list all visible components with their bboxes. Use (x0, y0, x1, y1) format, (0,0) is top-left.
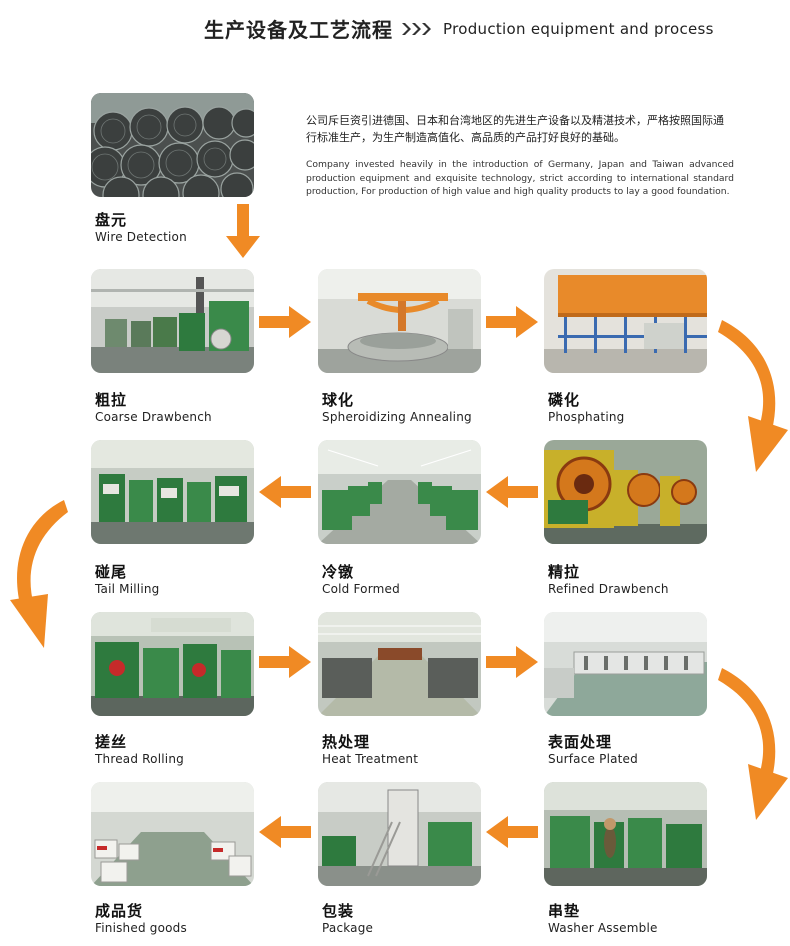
arrow-right-icon (259, 646, 311, 678)
step-label-cn: 包装 (322, 902, 373, 920)
photo-spheroidizing-annealing (318, 269, 481, 373)
step-washer-assemble: 串垫 Washer Assemble (548, 902, 658, 936)
step-spheroidizing-annealing: 球化 Spheroidizing Annealing (322, 391, 472, 425)
intro-text-en: Company invested heavily in the introduc… (306, 158, 734, 199)
step-label-en: Surface Plated (548, 751, 638, 767)
photo-washer-assemble (544, 782, 707, 886)
step-wire-detection: 盘元 Wire Detection (95, 211, 187, 245)
arrow-left-icon (486, 476, 538, 508)
intro-text-cn: 公司斥巨资引进德国、日本和台湾地区的先进生产设备以及精湛技术，严格按照国际通行标… (306, 112, 734, 146)
step-package: 包装 Package (322, 902, 373, 936)
step-label-cn: 磷化 (548, 391, 624, 409)
step-label-en: Spheroidizing Annealing (322, 409, 472, 425)
photo-tail-milling (91, 440, 254, 544)
step-refined-drawbench: 精拉 Refined Drawbench (548, 563, 669, 597)
photo-finished-goods (91, 782, 254, 886)
step-surface-plated: 表面处理 Surface Plated (548, 733, 638, 767)
step-phosphating: 磷化 Phosphating (548, 391, 624, 425)
step-label-cn: 冷镦 (322, 563, 400, 581)
step-label-en: Thread Rolling (95, 751, 184, 767)
step-label-cn: 精拉 (548, 563, 669, 581)
photo-heat-treatment (318, 612, 481, 716)
photo-cold-formed (318, 440, 481, 544)
photo-package (318, 782, 481, 886)
step-label-cn: 成品货 (95, 902, 187, 920)
photo-coarse-drawbench (91, 269, 254, 373)
step-coarse-drawbench: 粗拉 Coarse Drawbench (95, 391, 212, 425)
curved-arrow-icon (4, 500, 84, 660)
step-label-cn: 串垫 (548, 902, 658, 920)
step-label-en: Package (322, 920, 373, 936)
triple-chevron-icon (401, 22, 435, 36)
step-label-cn: 碰尾 (95, 563, 160, 581)
arrow-right-icon (486, 306, 538, 338)
step-label-en: Tail Milling (95, 581, 160, 597)
step-label-cn: 粗拉 (95, 391, 212, 409)
step-label-cn: 热处理 (322, 733, 418, 751)
curved-arrow-icon (712, 668, 790, 828)
step-label-en: Washer Assemble (548, 920, 658, 936)
step-finished-goods: 成品货 Finished goods (95, 902, 187, 936)
step-label-en: Refined Drawbench (548, 581, 669, 597)
step-label-en: Cold Formed (322, 581, 400, 597)
step-label-en: Wire Detection (95, 229, 187, 245)
step-label-cn: 搓丝 (95, 733, 184, 751)
step-label-en: Finished goods (95, 920, 187, 936)
step-cold-formed: 冷镦 Cold Formed (322, 563, 400, 597)
page-title-cn: 生产设备及工艺流程 (204, 14, 393, 43)
step-label-cn: 盘元 (95, 211, 187, 229)
step-label-en: Heat Treatment (322, 751, 418, 767)
arrow-left-icon (259, 816, 311, 848)
step-label-cn: 球化 (322, 391, 472, 409)
photo-thread-rolling (91, 612, 254, 716)
step-label-en: Phosphating (548, 409, 624, 425)
page-title-en: Production equipment and process (443, 20, 714, 38)
step-label-cn: 表面处理 (548, 733, 638, 751)
arrow-right-icon (259, 306, 311, 338)
intro-block: 公司斥巨资引进德国、日本和台湾地区的先进生产设备以及精湛技术，严格按照国际通行标… (306, 112, 734, 199)
photo-phosphating (544, 269, 707, 373)
step-heat-treatment: 热处理 Heat Treatment (322, 733, 418, 767)
photo-refined-drawbench (544, 440, 707, 544)
page-header: 生产设备及工艺流程 Production equipment and proce… (204, 14, 714, 43)
curved-arrow-icon (712, 320, 790, 480)
arrow-down-icon (226, 204, 260, 258)
photo-surface-plated (544, 612, 707, 716)
step-thread-rolling: 搓丝 Thread Rolling (95, 733, 184, 767)
arrow-left-icon (259, 476, 311, 508)
arrow-right-icon (486, 646, 538, 678)
arrow-left-icon (486, 816, 538, 848)
photo-wire-detection (91, 93, 254, 197)
step-tail-milling: 碰尾 Tail Milling (95, 563, 160, 597)
step-label-en: Coarse Drawbench (95, 409, 212, 425)
